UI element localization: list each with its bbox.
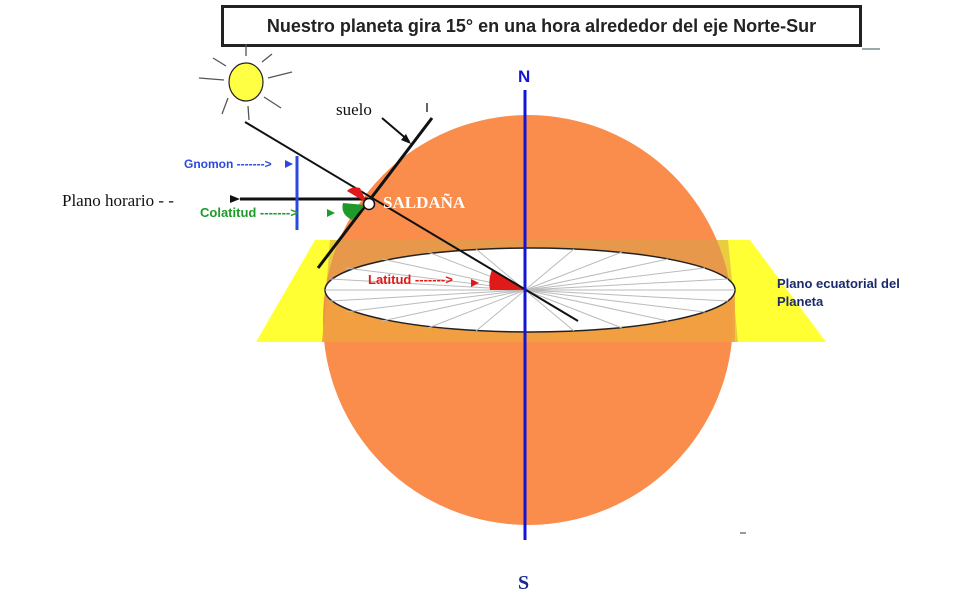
latitud-label: Latitud -------> <box>368 272 453 287</box>
angle-arc-red <box>347 187 367 203</box>
diagram-title: Nuestro planeta gira 15° en una hora alr… <box>266 15 817 36</box>
saldana-label: SALDAÑA <box>383 193 466 212</box>
gnomon-arrow-head <box>285 160 293 168</box>
plano-horario-arrow-head <box>230 195 240 203</box>
latitud-arrow-head <box>471 279 479 287</box>
colatitud-arrow-head <box>327 209 335 217</box>
north-label: N <box>518 67 531 86</box>
plano-ecuatorial-label-line1: Plano ecuatorial del <box>777 276 900 291</box>
equatorial-band <box>322 290 735 342</box>
sun-ray-line <box>244 121 579 322</box>
suelo-arrow-head <box>401 134 411 144</box>
south-label: S <box>518 572 530 594</box>
colatitud-label: Colatitud -------> <box>200 205 298 220</box>
suelo-label: suelo <box>336 100 372 119</box>
saldana-point <box>362 197 376 211</box>
plano-horario-label: Plano horario - - <box>62 191 174 210</box>
plano-ecuatorial-label-line2: Planeta <box>777 294 824 309</box>
colatitude-arc <box>342 203 365 220</box>
sun-icon <box>198 44 293 121</box>
title-box: Nuestro planeta gira 15° en una hora alr… <box>221 5 862 47</box>
ground-line <box>316 117 434 269</box>
gnomon-label: Gnomon -------> <box>184 157 272 171</box>
